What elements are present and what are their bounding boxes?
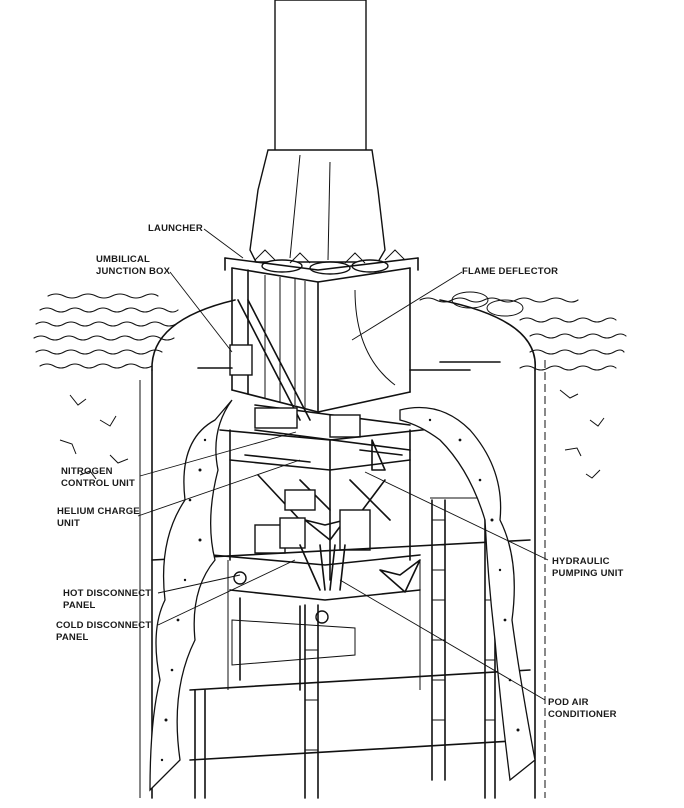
ground-surface bbox=[33, 293, 627, 371]
label-flame-deflector-line: FLAME DEFLECTOR bbox=[462, 266, 559, 277]
label-cold-disconnect-panel: COLD DISCONNECT PANEL bbox=[56, 620, 151, 644]
label-cold-line-2: PANEL bbox=[56, 632, 89, 643]
label-flame-deflector: FLAME DEFLECTOR bbox=[462, 266, 558, 278]
label-hydraulic-pumping-unit: HYDRAULIC PUMPING UNIT bbox=[552, 556, 624, 580]
label-hot-disconnect-panel: HOT DISCONNECT PANEL bbox=[63, 588, 151, 612]
label-hydraulic-line-2: PUMPING UNIT bbox=[552, 568, 624, 579]
label-umbilical-line-2: JUNCTION BOX bbox=[96, 266, 171, 277]
label-pod-line-2: CONDITIONER bbox=[548, 709, 617, 720]
label-cold-line-1: COLD DISCONNECT bbox=[56, 620, 152, 631]
label-nitrogen-control-unit: NITROGEN CONTROL UNIT bbox=[61, 466, 135, 490]
label-helium-charge-unit: HELIUM CHARGE UNIT bbox=[57, 506, 140, 530]
label-launcher-line: LAUNCHER bbox=[148, 223, 203, 234]
silo-cylinder bbox=[59, 291, 605, 799]
launcher-frame bbox=[197, 249, 501, 451]
label-nitrogen-line-1: NITROGEN bbox=[61, 466, 113, 477]
label-nitrogen-line-2: CONTROL UNIT bbox=[61, 478, 135, 489]
missile-body bbox=[249, 0, 389, 275]
concrete-wall-cutaway bbox=[149, 399, 536, 792]
label-pod-air-conditioner: POD AIR CONDITIONER bbox=[548, 697, 617, 721]
label-helium-line-1: HELIUM CHARGE bbox=[57, 506, 140, 517]
label-umbilical-junction-box: UMBILICAL JUNCTION BOX bbox=[96, 254, 170, 278]
label-helium-line-2: UNIT bbox=[57, 518, 80, 529]
scaffold-ladders bbox=[151, 489, 531, 799]
label-launcher: LAUNCHER bbox=[148, 223, 203, 235]
label-hydraulic-line-1: HYDRAULIC bbox=[552, 556, 610, 567]
label-pod-line-1: POD AIR bbox=[548, 697, 589, 708]
leader-lines bbox=[137, 228, 549, 701]
label-hot-line-2: PANEL bbox=[63, 600, 96, 611]
label-umbilical-line-1: UMBILICAL bbox=[96, 254, 151, 265]
equipment-levels bbox=[211, 427, 441, 691]
label-hot-line-1: HOT DISCONNECT bbox=[63, 588, 152, 599]
